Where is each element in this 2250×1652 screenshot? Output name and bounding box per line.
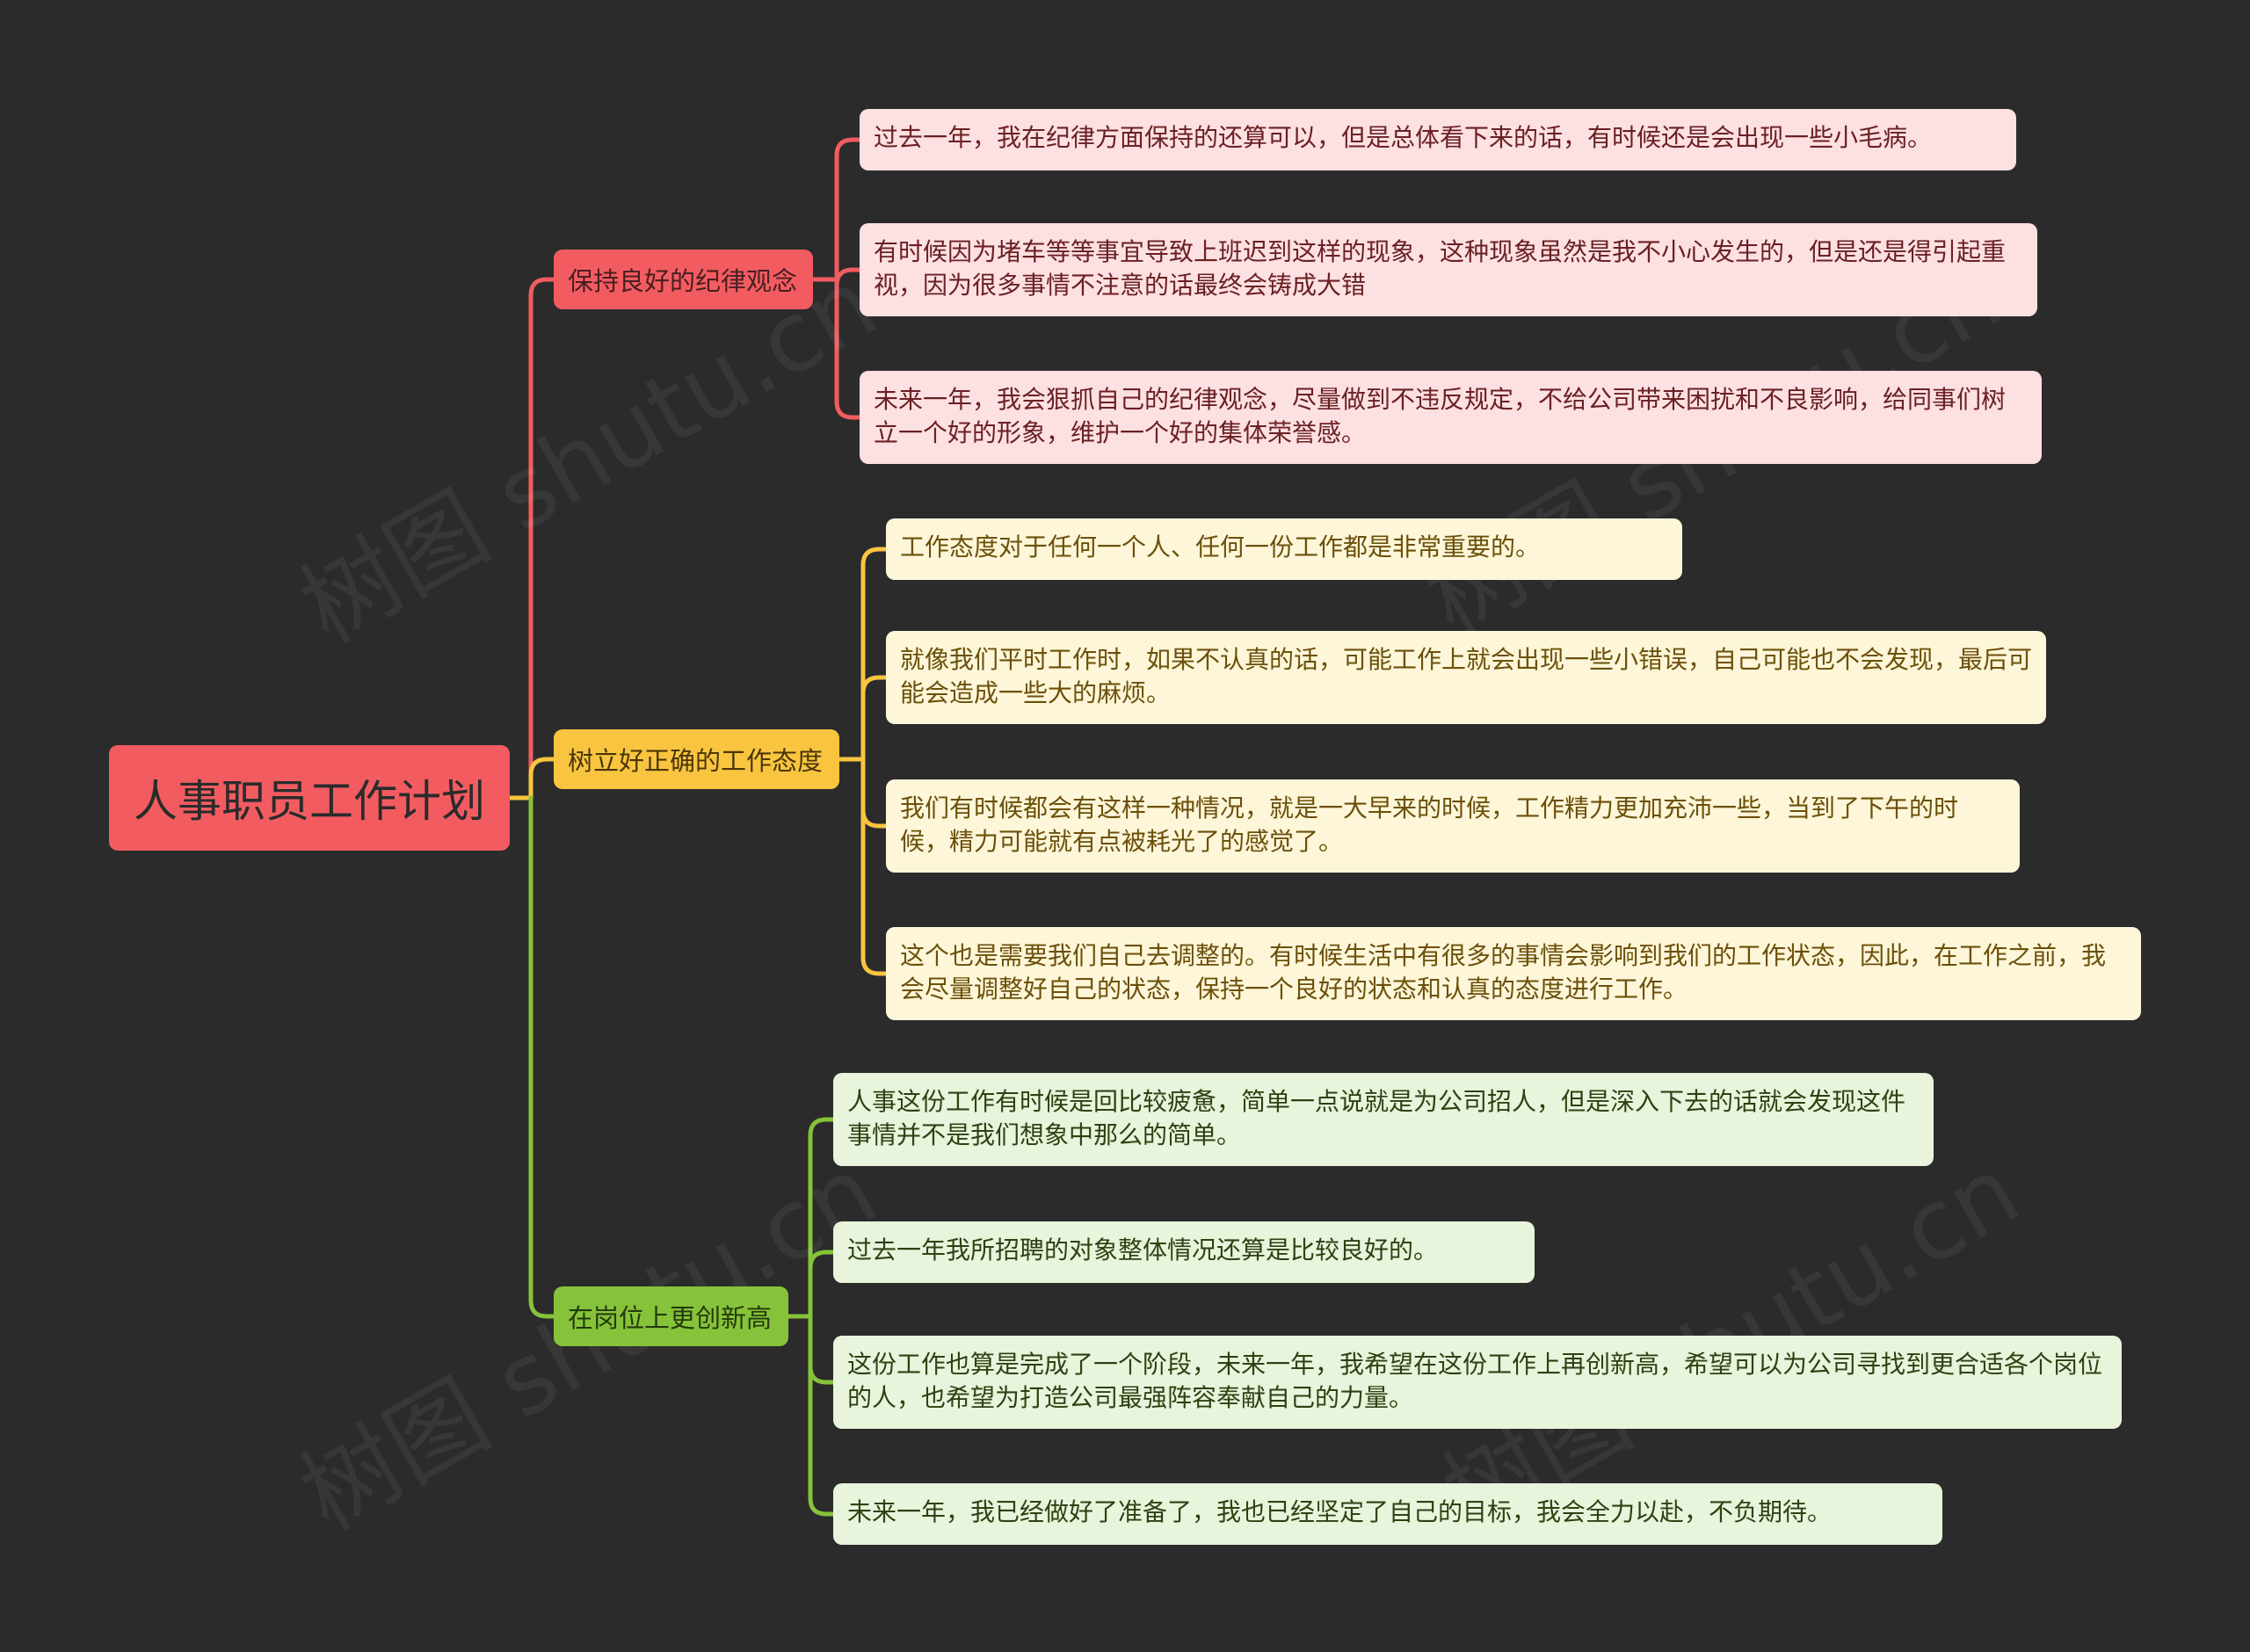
connector-branch-1-leaf-3 (860, 757, 889, 976)
leaf-innovation-3[interactable]: 这份工作也算是完成了一个阶段，未来一年，我希望在这份工作上再创新高，希望可以为公… (833, 1336, 2122, 1429)
connector-root-branch-2 (528, 795, 556, 1319)
connector-root-branch-0 (528, 277, 556, 801)
connector-branch-0-leaf-2 (834, 277, 862, 420)
connector-branch-0-leaf-1 (834, 267, 862, 286)
connector-branch-2-leaf-2 (808, 1314, 836, 1385)
connector-branch-1-leaf-1 (860, 675, 889, 762)
leaf-attitude-3[interactable]: 我们有时候都会有这样一种情况，就是一大早来的时候，工作精力更加充沛一些，当到了下… (886, 779, 2020, 873)
connector-branch-1-leaf-0 (860, 547, 889, 762)
branch-work-attitude[interactable]: 树立好正确的工作态度 (554, 729, 839, 789)
connector-branch-2-leaf-0 (808, 1117, 836, 1319)
leaf-discipline-2[interactable]: 有时候因为堵车等等事宜导致上班迟到这样的现象，这种现象虽然是我不小心发生的，但是… (860, 223, 2037, 316)
leaf-discipline-3[interactable]: 未来一年，我会狠抓自己的纪律观念，尽量做到不违反规定，不给公司带来困扰和不良影响… (860, 371, 2042, 464)
connector-branch-0-leaf-0 (834, 137, 862, 282)
leaf-innovation-2[interactable]: 过去一年我所招聘的对象整体情况还算是比较良好的。 (833, 1221, 1535, 1283)
leaf-attitude-4[interactable]: 这个也是需要我们自己去调整的。有时候生活中有很多的事情会影响到我们的工作状态，因… (886, 927, 2141, 1020)
leaf-attitude-1[interactable]: 工作态度对于任何一个人、任何一份工作都是非常重要的。 (886, 518, 1682, 580)
connector-root-branch-1 (528, 757, 556, 801)
connector-branch-2-leaf-1 (808, 1250, 836, 1319)
leaf-attitude-2[interactable]: 就像我们平时工作时，如果不认真的话，可能工作上就会出现一些小错误，自己可能也不会… (886, 631, 2046, 724)
branch-innovation[interactable]: 在岗位上更创新高 (554, 1286, 788, 1346)
branch-discipline[interactable]: 保持良好的纪律观念 (554, 250, 813, 309)
connector-branch-1-leaf-2 (860, 757, 889, 829)
leaf-innovation-4[interactable]: 未来一年，我已经做好了准备了，我也已经坚定了自己的目标，我会全力以赴，不负期待。 (833, 1483, 1942, 1545)
leaf-discipline-1[interactable]: 过去一年，我在纪律方面保持的还算可以，但是总体看下来的话，有时候还是会出现一些小… (860, 109, 2016, 170)
leaf-innovation-1[interactable]: 人事这份工作有时候是回比较疲惫，简单一点说就是为公司招人，但是深入下去的话就会发… (833, 1073, 1934, 1166)
root-topic[interactable]: 人事职员工作计划 (109, 745, 510, 851)
connector-branch-2-leaf-3 (808, 1314, 836, 1517)
